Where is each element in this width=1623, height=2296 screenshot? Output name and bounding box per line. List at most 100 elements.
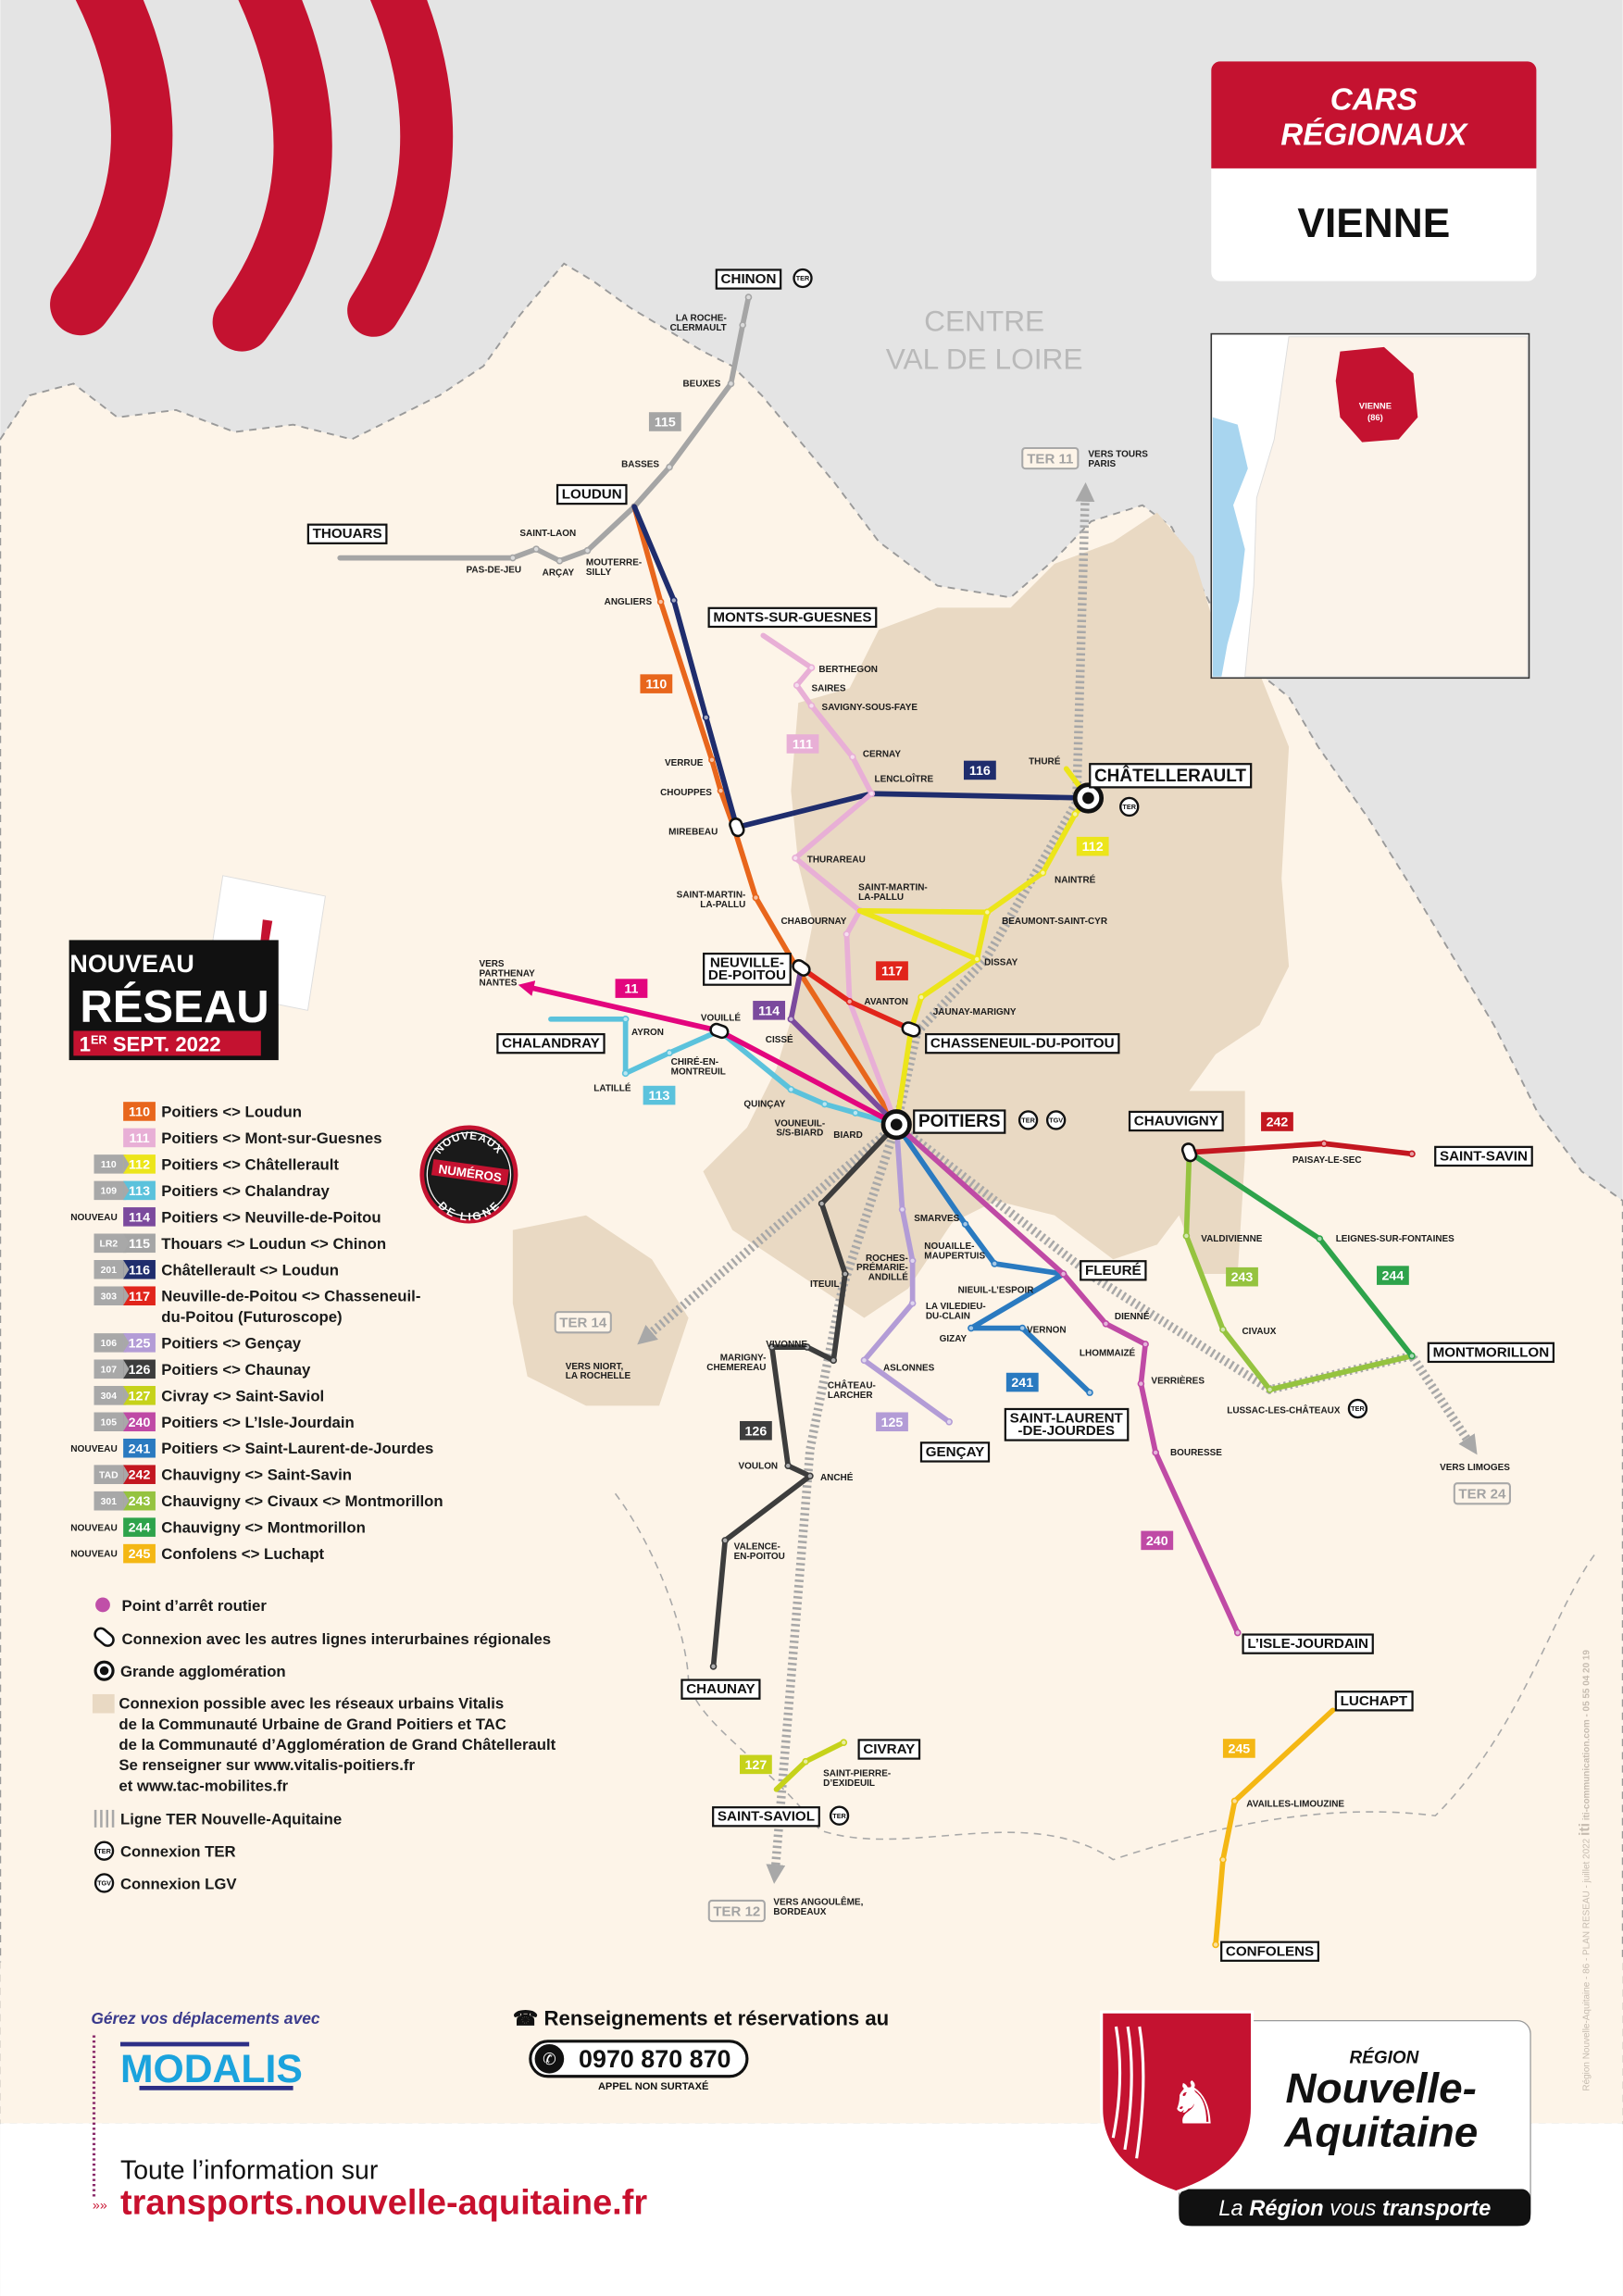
stop-dot — [768, 1343, 776, 1351]
stop-dot — [868, 790, 876, 798]
city-name: SAINT-SAVIOL — [718, 1809, 815, 1825]
stop-dot — [1408, 1150, 1416, 1158]
region-name-line1: Nouvelle- — [1286, 2064, 1477, 2112]
info-line: Toute l’information sur — [120, 2155, 378, 2185]
connection-icon-text: TER — [832, 1812, 846, 1820]
stop-label: BOURESSE — [1170, 1448, 1222, 1458]
stop-label: SAVIGNY-SOUS-FAYE — [822, 703, 918, 713]
stop-dot — [1137, 1379, 1145, 1388]
lion-glyph: ♞ — [1167, 2071, 1220, 2136]
line-badge-126 — [740, 1420, 772, 1441]
line-number: 111 — [129, 1131, 149, 1146]
stop-dot — [1018, 1324, 1027, 1332]
stop-dot — [721, 1537, 729, 1544]
stop-label: LUSSAC-LES-CHÂTEAUX — [1227, 1404, 1341, 1416]
old-line-number: 107 — [101, 1365, 118, 1375]
line-number-badge — [123, 1233, 156, 1254]
stop-label: LEIGNES-SUR-FONTAINES — [1336, 1234, 1454, 1244]
ter-badge — [1453, 1482, 1511, 1505]
stop-point-icon — [95, 1597, 110, 1613]
city-label: CIVRAY — [857, 1739, 921, 1760]
city-name: CHASSENEUIL-DU-POITOU — [930, 1036, 1115, 1052]
stop-dot — [852, 1109, 859, 1117]
website-link[interactable]: transports.nouvelle-aquitaine.fr — [120, 2183, 647, 2222]
stop-label: BEUXES — [683, 380, 721, 390]
line-badge-number: 241 — [1011, 1376, 1033, 1391]
stop-dot — [1086, 1389, 1093, 1396]
stop-dot — [983, 908, 992, 917]
line-badge-number: 126 — [745, 1424, 768, 1439]
old-number-badge — [94, 1412, 132, 1432]
route-line-126 — [710, 1121, 900, 1669]
stop-label: LHOMMAIZÉ — [1080, 1349, 1136, 1359]
stop-label: LENCLOÎTRE — [875, 774, 934, 785]
city-name: LUCHAPT — [1341, 1693, 1408, 1709]
legend-connection-label: Connexion avec les autres lignes interur… — [122, 1630, 552, 1648]
stop-dot — [842, 1270, 849, 1278]
route-line-125 — [861, 1121, 953, 1425]
city-label-box — [496, 1032, 606, 1054]
stop-dot — [1212, 1940, 1219, 1949]
line-route-label: Poitiers <> L’Isle-Jourdain — [161, 1414, 355, 1431]
tgv-icon-text: TGV — [97, 1879, 111, 1888]
phone-number-pill[interactable]: ✆ 0970 870 870 — [529, 2040, 749, 2078]
line-route-label: Poitiers <> Neuville-de-Poitou — [161, 1208, 381, 1226]
city-label: CHAUNAY — [680, 1678, 761, 1700]
ter-badge-label: TER 14 — [559, 1316, 607, 1331]
connection-marker — [901, 1021, 921, 1038]
city-label-box — [925, 1032, 1120, 1054]
destination-label: VERS LIMOGES — [1440, 1463, 1510, 1473]
stop-dot — [806, 1472, 814, 1480]
chevrons-icon: »» — [93, 2199, 107, 2214]
stop-dot — [1320, 1140, 1328, 1148]
region-small-label: RÉGION — [1349, 2048, 1419, 2068]
city-name: THOUARS — [313, 526, 382, 542]
stop-dot — [787, 1016, 795, 1023]
stop-label: LA VILEDIEU-DU-CLAIN — [926, 1302, 986, 1321]
old-line-number: 303 — [101, 1292, 118, 1302]
stop-dot — [807, 664, 816, 672]
modalis-logo[interactable]: MODALIS — [119, 2041, 303, 2091]
line-number: 116 — [129, 1263, 150, 1278]
old-line-number: 105 — [101, 1417, 118, 1428]
line-badge-number: 127 — [745, 1758, 768, 1773]
line-badge-110 — [640, 674, 673, 693]
stop-dot — [908, 1299, 917, 1307]
stop-dot — [848, 753, 856, 761]
stop-label: VERRIÈRES — [1151, 1377, 1205, 1387]
line-badge-number: 112 — [1082, 840, 1104, 855]
line-route-label: Thouars <> Loudun <> Chinon — [161, 1235, 386, 1253]
stop-label: NIEUIL-L’ESPOIR — [958, 1286, 1034, 1296]
line-number: 241 — [129, 1441, 151, 1456]
stop-label: CHOUPPES — [660, 788, 712, 798]
line-route-label: Chauvigny <> Montmorillon — [161, 1519, 366, 1537]
stop-label: VALDIVIENNE — [1201, 1234, 1263, 1244]
stop-dot — [670, 596, 678, 605]
stop-label: SAINT-PIERRE-D’EXIDEUIL — [823, 1769, 891, 1789]
new-network-badge: ! NOUVEAU RÉSEAU 1ER SEPT. 2022 — [69, 875, 326, 1061]
city-label-box — [715, 268, 782, 290]
line-route-label: Chauvigny <> Civaux <> Montmorillon — [161, 1492, 443, 1510]
connection-icon — [94, 1627, 115, 1647]
badge-line2: RÉSEAU — [80, 980, 268, 1032]
inset-label-code: (86) — [1367, 413, 1383, 423]
stop-dot — [991, 1260, 998, 1267]
route-line-112 — [856, 907, 980, 962]
city-label: POITIERS — [913, 1109, 1006, 1134]
city-label-box — [913, 1109, 1006, 1134]
connection-icon-text: TER — [796, 274, 810, 282]
line-badge-245 — [1222, 1739, 1255, 1758]
stop-dot — [1219, 1855, 1227, 1864]
stop-dot — [666, 1049, 673, 1056]
badge-line1: NOUVEAU — [69, 950, 194, 978]
stop-label: THURÉ — [1029, 757, 1061, 767]
line-number-badge — [123, 1333, 156, 1353]
stop-label: MOUTERRE-SILLY — [586, 558, 642, 578]
line-number: 242 — [129, 1468, 151, 1483]
